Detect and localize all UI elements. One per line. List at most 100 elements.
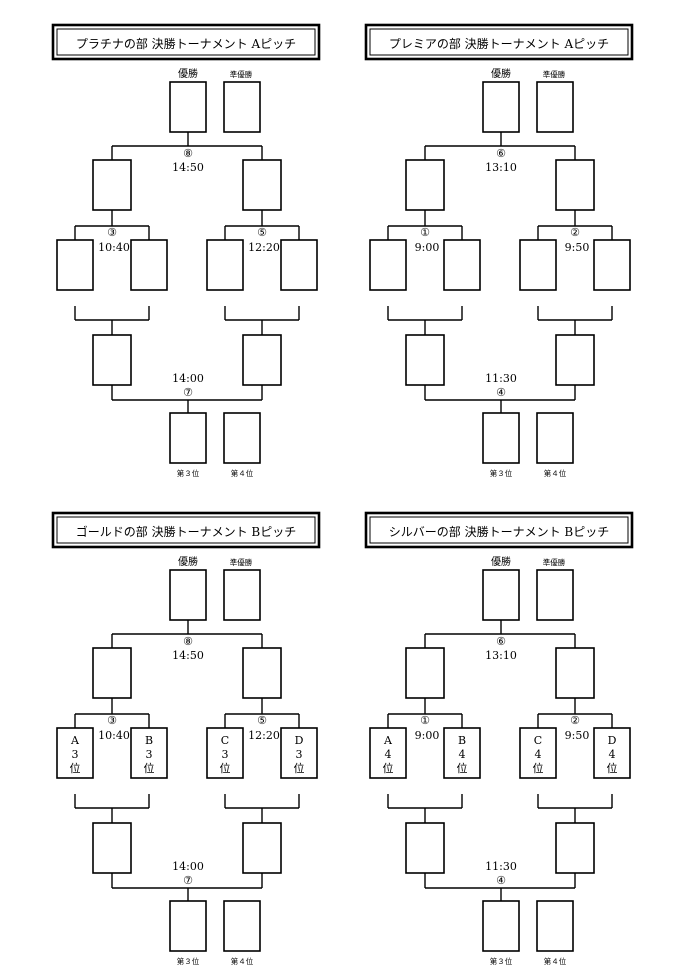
semi-right-match-time: 12:20 xyxy=(248,729,280,742)
fourth-place-label: 第４位 xyxy=(231,956,254,966)
bracket-gold: ゴールドの部 決勝トーナメント Bピッチ優勝準優勝⑧14:50③10:40⑤12… xyxy=(51,511,321,966)
seed-b-label-line: B xyxy=(458,734,466,747)
semi-loser-left-box xyxy=(405,334,445,386)
title-frame: プラチナの部 決勝トーナメント Aピッチ xyxy=(51,23,321,61)
seed-c-label-line: C xyxy=(221,734,229,747)
semi-left-match-time: 10:40 xyxy=(98,241,130,254)
runner-up-box xyxy=(223,569,261,621)
seed-b-box xyxy=(130,727,168,779)
semi-left-match-time: 10:40 xyxy=(98,729,130,742)
title-frame-inner xyxy=(369,28,629,56)
semi-left-match-number: ③ xyxy=(107,226,117,239)
seed-c-box xyxy=(206,239,244,291)
finalist-right-box xyxy=(242,159,282,211)
semi-right-match-time: 12:20 xyxy=(248,241,280,254)
fourth-place-box xyxy=(536,900,574,952)
semi-left-match-number: ③ xyxy=(107,714,117,727)
final-match-time: 13:10 xyxy=(485,649,517,662)
third-place-label: 第３位 xyxy=(177,468,200,478)
champion-label: 優勝 xyxy=(178,555,198,568)
title-frame-outer xyxy=(51,511,321,549)
bracket-title: ゴールドの部 決勝トーナメント Bピッチ xyxy=(76,524,296,539)
semi-loser-left-box xyxy=(92,822,132,874)
seed-a-box xyxy=(56,239,94,291)
seed-d-label-line: D xyxy=(608,734,617,747)
seed-d-box xyxy=(593,239,631,291)
champion-box xyxy=(482,569,520,621)
seed-b-box xyxy=(443,727,481,779)
semi-right-match-number: ② xyxy=(570,226,580,239)
finalist-right-box xyxy=(242,647,282,699)
seed-b-box xyxy=(130,239,168,291)
seed-b-label-line: B xyxy=(145,734,153,747)
final-match-time: 14:50 xyxy=(172,649,204,662)
seed-d-box xyxy=(280,239,318,291)
fourth-place-box xyxy=(536,412,574,464)
semi-right-match-number: ⑤ xyxy=(257,226,267,239)
third-place-box xyxy=(482,900,520,952)
title-frame: プレミアの部 決勝トーナメント Aピッチ xyxy=(364,23,634,61)
runner-up-box xyxy=(536,81,574,133)
title-frame: ゴールドの部 決勝トーナメント Bピッチ xyxy=(51,511,321,549)
seed-b-label-line: 3 xyxy=(146,748,153,761)
seed-c-label-line: 4 xyxy=(535,748,542,761)
semi-loser-right-box xyxy=(242,822,282,874)
final-match-number: ⑧ xyxy=(183,635,193,648)
champion-box xyxy=(169,569,207,621)
semi-left-match-time: 9:00 xyxy=(415,241,440,254)
semi-loser-left-box xyxy=(405,822,445,874)
seed-a-box xyxy=(369,239,407,291)
seed-d-box xyxy=(280,727,318,779)
third-place-label: 第３位 xyxy=(490,468,513,478)
runner-up-label: 準優勝 xyxy=(543,557,566,567)
bracket-title: プラチナの部 決勝トーナメント Aピッチ xyxy=(76,36,296,51)
third-place-box xyxy=(482,412,520,464)
semi-loser-left-box xyxy=(92,334,132,386)
finalist-left-box xyxy=(92,159,132,211)
seed-b-box xyxy=(443,239,481,291)
final-match-number: ⑥ xyxy=(496,635,506,648)
fourth-place-label: 第４位 xyxy=(544,956,567,966)
final-match-number: ⑧ xyxy=(183,147,193,160)
semi-right-match-number: ② xyxy=(570,714,580,727)
title-frame-outer xyxy=(51,23,321,61)
finalist-right-box xyxy=(555,159,595,211)
third-match-number: ④ xyxy=(496,386,506,399)
semi-left-match-time: 9:00 xyxy=(415,729,440,742)
bracket-title: シルバーの部 決勝トーナメント Bピッチ xyxy=(389,524,609,539)
seed-a-label-line: A xyxy=(70,734,80,747)
title-frame-inner xyxy=(369,516,629,544)
title-frame-inner xyxy=(56,28,316,56)
seed-c-label-line: C xyxy=(534,734,542,747)
bracket-silver: シルバーの部 決勝トーナメント Bピッチ優勝準優勝⑥13:10①9:00②9:5… xyxy=(364,511,634,966)
runner-up-label: 準優勝 xyxy=(230,69,253,79)
seed-d-label-line: 3 xyxy=(296,748,303,761)
runner-up-box xyxy=(223,81,261,133)
seed-a-box xyxy=(369,727,407,779)
fourth-place-box xyxy=(223,412,261,464)
seed-a-label-line: 4 xyxy=(385,748,392,761)
finalist-right-box xyxy=(555,647,595,699)
seed-b-label-line: 4 xyxy=(459,748,466,761)
third-match-time: 14:00 xyxy=(172,372,204,385)
seed-b-label-line: 位 xyxy=(144,761,155,775)
semi-loser-right-box xyxy=(242,334,282,386)
seed-a-box xyxy=(56,727,94,779)
finalist-left-box xyxy=(405,159,445,211)
semi-loser-right-box xyxy=(555,822,595,874)
semi-right-match-time: 9:50 xyxy=(565,729,590,742)
bracket-title: プレミアの部 決勝トーナメント Aピッチ xyxy=(389,36,609,51)
fourth-place-label: 第４位 xyxy=(544,468,567,478)
champion-label: 優勝 xyxy=(491,555,511,568)
seed-a-label-line: A xyxy=(383,734,393,747)
seed-b-label-line: 位 xyxy=(457,761,468,775)
seed-c-box xyxy=(206,727,244,779)
seed-c-box xyxy=(519,727,557,779)
semi-right-match-time: 9:50 xyxy=(565,241,590,254)
bracket-premier: プレミアの部 決勝トーナメント Aピッチ優勝準優勝⑥13:10①9:00②9:5… xyxy=(364,23,634,478)
semi-left-match-number: ① xyxy=(420,226,430,239)
seed-d-label-line: 位 xyxy=(607,761,618,775)
seed-c-label-line: 位 xyxy=(533,761,544,775)
third-match-number: ④ xyxy=(496,874,506,887)
